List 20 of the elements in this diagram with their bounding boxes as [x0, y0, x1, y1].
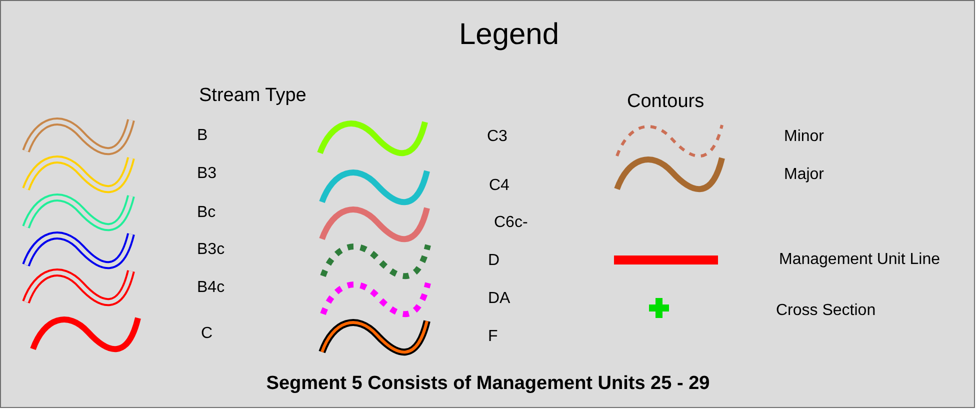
legend-label: B — [197, 128, 208, 144]
legend-label: C3 — [487, 129, 508, 145]
legend-label: B3c — [197, 242, 225, 258]
legend-label: Major — [784, 167, 824, 183]
legend-label: Bc — [197, 205, 216, 221]
legend-label: DA — [488, 291, 510, 307]
legend-label: C6c- — [494, 215, 528, 231]
legend-label: C — [201, 326, 213, 342]
legend-label: B3 — [197, 166, 217, 182]
legend-label: C4 — [489, 178, 510, 194]
legend-label: F — [488, 329, 498, 345]
section-heading: Stream Type — [199, 86, 306, 104]
legend-label: Cross Section — [776, 303, 876, 319]
legend-label: Minor — [784, 129, 824, 145]
section-heading: Contours — [627, 92, 704, 110]
legend-label: D — [488, 253, 500, 269]
legend-label: B4c — [197, 280, 225, 296]
caption: Segment 5 Consists of Management Units 25 - 29 — [266, 374, 710, 392]
legend-title: Legend — [458, 20, 560, 50]
legend-label: Management Unit Line — [779, 252, 940, 268]
